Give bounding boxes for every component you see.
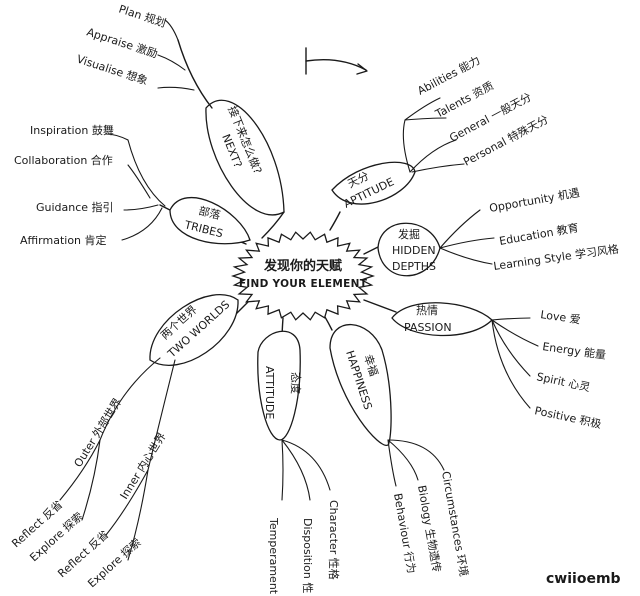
branch-attitude: 态度 ATTITUDE Temperament Disposition 性 Ch… <box>257 317 341 595</box>
branch-two-worlds: 两个世界 TWO WORLDS Outer 外部世界 Inner 内心世界 Re… <box>9 294 255 590</box>
hidden-leaf-learning-style: Learning Style 学习风格 <box>492 242 619 273</box>
tribes-label-cn: 部落 <box>197 203 222 222</box>
hidden-leaf-opportunity: Opportunity 机遇 <box>488 185 581 215</box>
happiness-label-cn: 幸福 <box>361 353 381 378</box>
tribes-leaf-inspiration: Inspiration 鼓舞 <box>30 123 114 137</box>
passion-leaf-love: Love 爱 <box>540 308 582 327</box>
attitude-leaf-character: Character 性格 <box>327 500 341 580</box>
branch-tribes: 部落 TRIBES Inspiration 鼓舞 Collaboration 合… <box>14 123 251 247</box>
tribes-leaf-guidance: Guidance 指引 <box>36 200 114 214</box>
branch-passion: 热情 PASSION Love 爱 Energy 能量 Spirit 心灵 Po… <box>363 299 607 431</box>
direction-arrow-icon <box>305 47 368 75</box>
attitude-leaf-temperament: Temperament <box>267 517 280 595</box>
branch-happiness: 幸福 HAPPINESS Behaviour 行为 Biology 生物遗传 C… <box>317 305 471 577</box>
tribes-leaf-collaboration: Collaboration 合作 <box>14 153 113 167</box>
next-leaf-plan: Plan 规划 <box>117 2 168 30</box>
passion-leaf-positive: Positive 积极 <box>533 403 602 431</box>
worlds-inner: Inner 内心世界 <box>117 430 169 502</box>
attitude-label-en: ATTITUDE <box>263 366 276 419</box>
hidden-leaf-education: Education 教育 <box>498 220 579 248</box>
passion-label-en: PASSION <box>404 321 452 334</box>
center-title-cn: 发现你的天赋 <box>263 258 342 274</box>
hidden-label-en-2: DEPTHS <box>392 260 436 273</box>
next-leaf-appraise: Appraise 激励 <box>85 25 160 61</box>
happiness-leaf-circumstances: Circumstances 环境 <box>439 470 471 577</box>
happiness-leaf-behaviour: Behaviour 行为 <box>391 492 418 574</box>
next-leaf-visualise: Visualise 想象 <box>75 52 150 88</box>
hidden-label-en-1: HIDDEN <box>392 244 436 257</box>
center-title-en: FIND YOUR ELEMENT <box>239 278 368 290</box>
hidden-label-cn: 发掘 <box>398 227 420 241</box>
tribes-leaf-affirmation: Affirmation 肯定 <box>20 233 107 247</box>
passion-leaf-energy: Energy 能量 <box>542 339 607 362</box>
happiness-leaf-biology: Biology 生物遗传 <box>415 484 444 573</box>
center-node: 发现你的天赋 FIND YOUR ELEMENT <box>230 231 376 321</box>
passion-label-cn: 热情 <box>416 304 438 317</box>
attitude-leaf-disposition: Disposition 性 <box>301 518 315 593</box>
passion-leaf-spirit: Spirit 心灵 <box>535 370 591 394</box>
attitude-label-cn: 态度 <box>289 372 303 394</box>
branch-hidden-depths: 发掘 HIDDEN DEPTHS Opportunity 机遇 Educatio… <box>363 185 620 277</box>
watermark: cwiioemb <box>546 571 621 587</box>
